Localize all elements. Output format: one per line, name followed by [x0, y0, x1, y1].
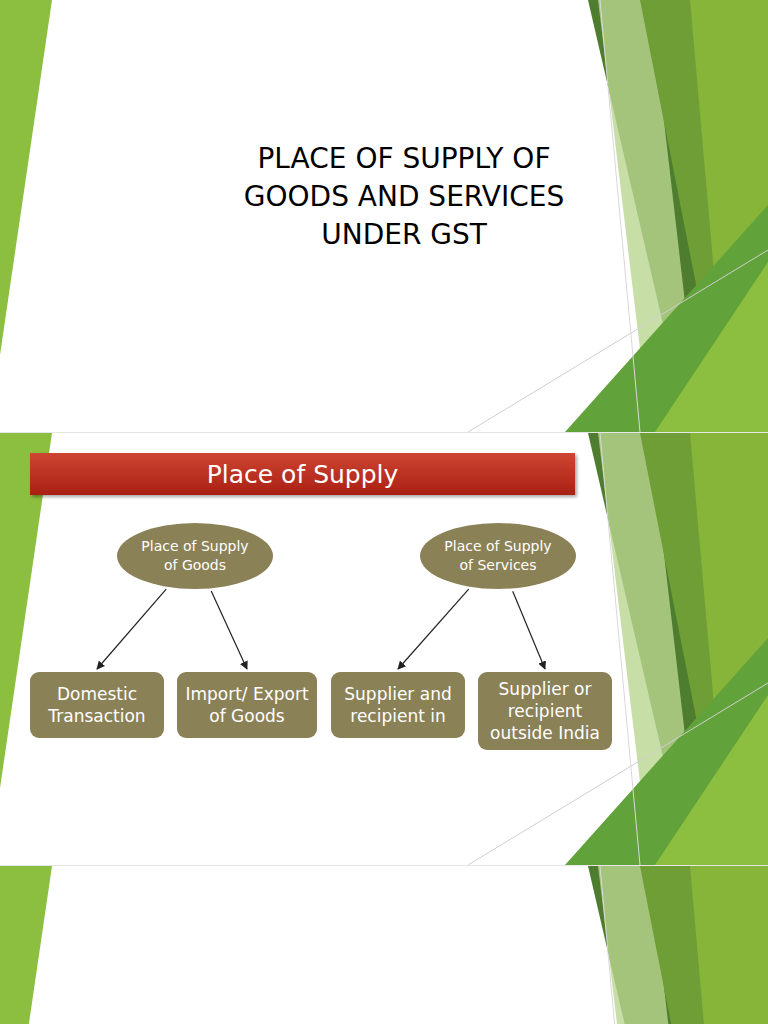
node-label: Supplier and recipient in — [337, 683, 459, 727]
category-box: Supplier or recipient outside India — [478, 672, 612, 750]
node-label: Import/ Export of Goods — [183, 683, 311, 727]
arrow-connector — [211, 591, 247, 669]
node-label: Place of Supply of Goods — [134, 537, 256, 575]
category-ellipse: Place of Supply of Goods — [117, 523, 273, 589]
node-label: Domestic Transaction — [36, 683, 158, 727]
ellipse-shape — [117, 523, 273, 589]
category-box: Supplier and recipient in — [331, 672, 465, 738]
slide-title: PLACE OF SUPPLY OF GOODS AND SERVICES UN… — [206, 140, 602, 254]
node-label: Place of Supply — [207, 460, 399, 489]
arrow-connector — [513, 591, 545, 669]
node-label: Place of Supply of Services — [437, 537, 559, 575]
category-box: Import/ Export of Goods — [177, 672, 317, 738]
category-ellipse: Place of Supply of Services — [420, 523, 576, 589]
section-banner: Place of Supply — [30, 453, 575, 495]
ellipse-shape — [420, 523, 576, 589]
arrow-connector — [97, 589, 166, 669]
arrow-connector — [398, 589, 469, 669]
category-box: Domestic Transaction — [30, 672, 164, 738]
node-label: Supplier or recipient outside India — [484, 678, 606, 744]
